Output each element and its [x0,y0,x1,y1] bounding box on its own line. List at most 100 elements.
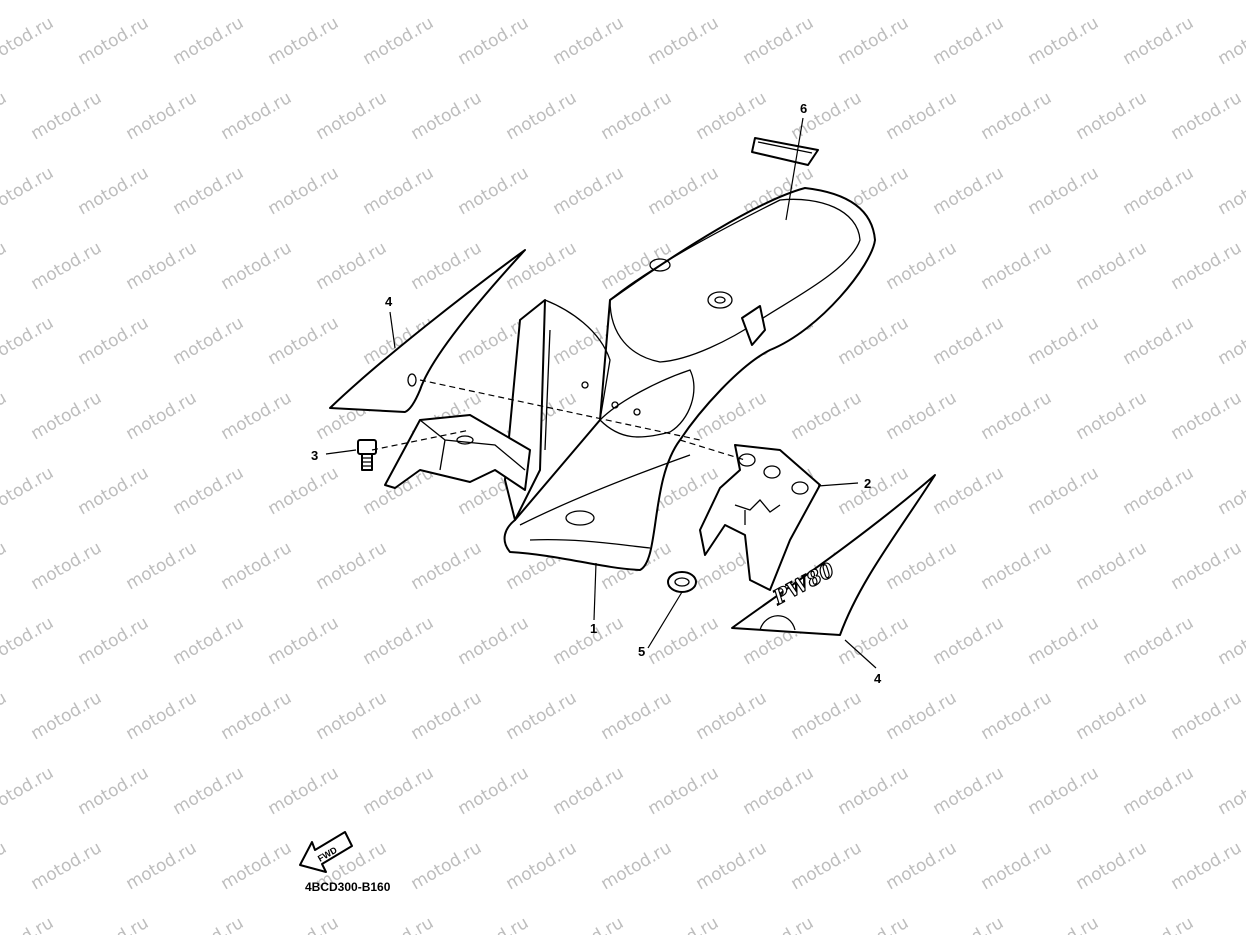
watermark-text: motod.ru [978,538,1056,594]
watermark-text: motod.ru [0,688,10,744]
watermark-text: motod.ru [170,13,248,69]
watermark-text: motod.ru [883,688,961,744]
watermark-text: motod.ru [265,313,343,369]
watermark-text: motod.ru [123,838,201,894]
watermark-text: motod.ru [1073,538,1151,594]
watermark-text: motod.ru [313,238,391,294]
watermark-text: motod.ru [0,763,57,819]
watermark-text: motod.ru [978,238,1056,294]
fender-bracket [384,414,531,491]
watermark-text: motod.ru [1215,163,1246,219]
watermark-text: motod.ru [218,88,296,144]
watermark-text: motod.ru [883,838,961,894]
watermark-text: motod.ru [930,613,1008,669]
watermark-text: motod.ru [598,838,676,894]
watermark-text: motod.ru [218,688,296,744]
rear-fender-part-1 [503,187,876,571]
watermark-text: motod.ru [1120,313,1198,369]
watermark-text: motod.ru [978,688,1056,744]
fwd-arrow-icon: FWD [299,831,353,873]
watermark-text: motod.ru [28,538,106,594]
watermark-text: motod.ru [1168,838,1246,894]
watermark-text: motod.ru [0,388,10,444]
watermark-text: motod.ru [170,463,248,519]
watermark-text: motod.ru [170,313,248,369]
watermark-text: motod.ru [0,463,57,519]
watermark-text: motod.ru [170,913,248,935]
watermark-text: motod.ru [265,763,343,819]
watermark-text: motod.ru [1073,88,1151,144]
watermark-text: motod.ru [693,688,771,744]
watermark-text: motod.ru [123,388,201,444]
watermark-text: motod.ru [978,388,1056,444]
watermark-text: motod.ru [930,13,1008,69]
watermark-text: motod.ru [1025,163,1103,219]
watermark-text: motod.ru [550,763,628,819]
watermark-text: motod.ru [0,163,57,219]
watermark-text: motod.ru [408,238,486,294]
watermark-text: motod.ru [75,13,153,69]
watermark-text: motod.ru [1025,13,1103,69]
watermark-text: motod.ru [883,388,961,444]
watermark-text: motod.ru [1168,388,1246,444]
watermark-text: motod.ru [170,163,248,219]
watermark-text: motod.ru [1120,613,1198,669]
assembly-dash-lines [371,379,746,461]
watermark-text: motod.ru [550,613,628,669]
inner-plate-part-2 [699,444,821,591]
watermark-text: motod.ru [1025,313,1103,369]
watermark-text: motod.ru [788,838,866,894]
callout-1: 1 [590,621,597,636]
watermark-text: motod.ru [218,388,296,444]
watermark-text: motod.ru [170,613,248,669]
watermark-text: motod.ru [1215,613,1246,669]
watermark-text: motod.ru [645,763,723,819]
watermark-text: motod.ru [503,238,581,294]
watermark-text: motod.ru [408,88,486,144]
watermark-text: motod.ru [1025,913,1103,935]
watermark-text: motod.ru [218,838,296,894]
watermark-text: motod.ru [218,538,296,594]
watermark-text: motod.ru [360,163,438,219]
watermark-text: motod.ru [28,88,106,144]
watermark-text: motod.ru [0,538,10,594]
watermark-text: motod.ru [835,313,913,369]
watermark-text: motod.ru [360,913,438,935]
watermark-text: motod.ru [455,913,533,935]
watermark-text: motod.ru [28,688,106,744]
watermark-text: motod.ru [1120,463,1198,519]
watermark-text: motod.ru [1168,238,1246,294]
watermark-text: motod.ru [455,163,533,219]
watermark-text: motod.ru [740,763,818,819]
watermark-text: motod.ru [598,88,676,144]
watermark-text: motod.ru [978,88,1056,144]
watermark-text: motod.ru [1073,838,1151,894]
watermark-text: motod.ru [75,313,153,369]
watermark-text: motod.ru [883,88,961,144]
watermark-text: motod.ru [930,763,1008,819]
watermark-text: motod.ru [1215,13,1246,69]
watermark-text: motod.ru [598,688,676,744]
watermark-text: motod.ru [788,388,866,444]
watermark-text: motod.ru [930,313,1008,369]
watermark-text: motod.ru [455,763,533,819]
watermark-text: motod.ru [978,838,1056,894]
watermark-text: motod.ru [1168,688,1246,744]
callout-3: 3 [311,448,318,463]
watermark-text: motod.ru [0,88,10,144]
watermark-text: motod.ru [503,838,581,894]
callout-2: 2 [864,476,871,491]
watermark-text: motod.ru [123,238,201,294]
watermark-text: motod.ru [645,163,723,219]
grommet-part-5 [667,571,697,593]
watermark-text: motod.ru [550,913,628,935]
watermark-text: motod.ru [693,838,771,894]
watermark-text: motod.ru [930,913,1008,935]
watermark-text: motod.ru [1215,913,1246,935]
callout-6: 6 [800,101,807,116]
watermark-text: motod.ru [1120,763,1198,819]
watermark-text: motod.ru [835,13,913,69]
watermark-text: motod.ru [1073,238,1151,294]
watermark-text: motod.ru [0,13,57,69]
watermark-text: motod.ru [1025,463,1103,519]
